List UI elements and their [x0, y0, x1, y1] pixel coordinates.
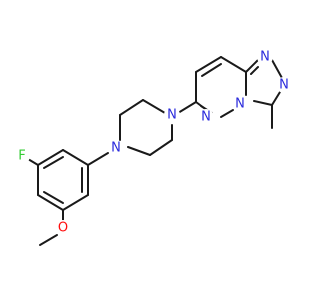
- piperazine-nitrogen-1-label: N: [111, 141, 121, 156]
- piperazine-nitrogen-2-label: N: [167, 108, 177, 123]
- bond: [195, 56, 222, 73]
- bond: [149, 139, 173, 156]
- bond: [43, 156, 64, 169]
- bond: [62, 194, 89, 211]
- atom-labels: F O N N N N N N: [14, 49, 292, 236]
- bond: [271, 59, 283, 79]
- bonds: [27, 56, 283, 246]
- pyridazine-nitrogen-1-label: N: [201, 110, 211, 125]
- bond: [43, 191, 64, 204]
- oxygen-atom-label: O: [58, 221, 68, 236]
- bond: [250, 66, 259, 75]
- fluorine-atom-label: F: [18, 149, 25, 164]
- bond: [37, 149, 64, 166]
- bond: [62, 149, 89, 166]
- bond: [245, 59, 259, 73]
- bond: [37, 194, 64, 211]
- bond: [27, 158, 39, 166]
- bond: [253, 100, 273, 106]
- bond: [220, 56, 247, 73]
- triazole-nitrogen-1-label: N: [260, 50, 270, 65]
- bond: [142, 99, 166, 114]
- bond: [201, 63, 222, 77]
- bond: [271, 91, 281, 106]
- bond: [220, 109, 234, 118]
- triazole-nitrogen-2-label: N: [279, 78, 289, 93]
- pyridazine-nitrogen-2-label: N: [235, 97, 245, 112]
- bond: [39, 234, 58, 246]
- molecule-structure: F O N N N N N N: [14, 49, 292, 246]
- bond: [177, 101, 197, 114]
- bond: [87, 152, 109, 166]
- bond: [127, 146, 151, 156]
- bond: [119, 99, 144, 116]
